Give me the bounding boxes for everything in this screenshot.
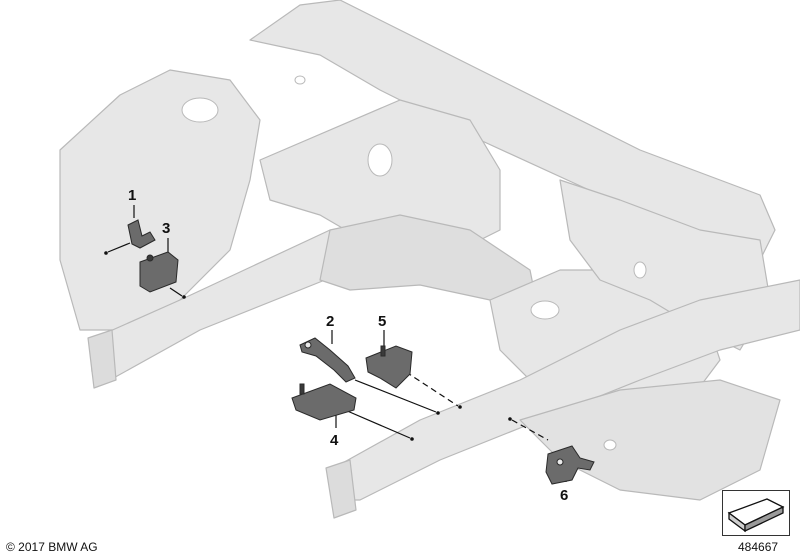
part-5-bracket[interactable] bbox=[365, 345, 413, 389]
callout-1: 1 bbox=[128, 187, 136, 204]
part-2-bracket[interactable] bbox=[299, 337, 356, 383]
leader-lines bbox=[107, 205, 567, 482]
callout-3: 3 bbox=[162, 220, 170, 237]
callout-6: 6 bbox=[560, 487, 568, 504]
leader-dots bbox=[104, 251, 512, 441]
front-body-frame bbox=[59, 0, 800, 519]
copyright-text: © 2017 BMW AG bbox=[6, 540, 98, 554]
arrow-navigation-icon bbox=[727, 498, 785, 533]
part-3-bracket[interactable] bbox=[139, 251, 179, 293]
frame-holes bbox=[181, 75, 647, 451]
callout-5: 5 bbox=[378, 313, 386, 330]
part-1-bracket[interactable] bbox=[127, 219, 156, 249]
diagram-part-number: 484667 bbox=[738, 540, 779, 554]
part-4-bracket[interactable] bbox=[291, 383, 357, 421]
part-6-bracket[interactable] bbox=[545, 445, 595, 485]
navigation-box[interactable] bbox=[722, 490, 790, 536]
callout-4: 4 bbox=[330, 432, 339, 449]
callout-2: 2 bbox=[326, 313, 334, 330]
